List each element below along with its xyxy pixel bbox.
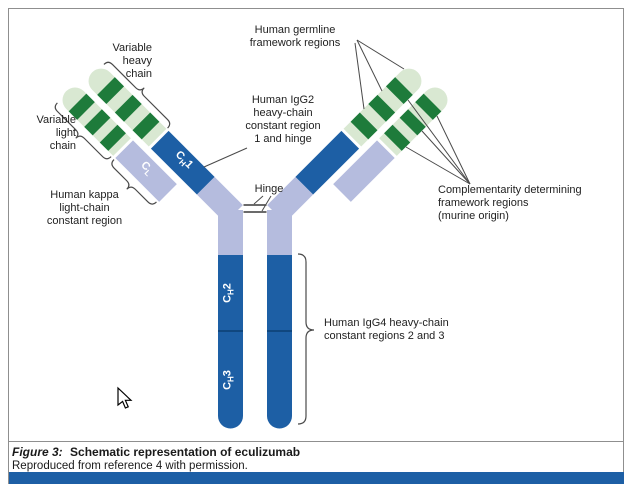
cdr-band bbox=[384, 124, 411, 151]
right-stem bbox=[267, 210, 292, 429]
figure-credit: Reproduced from reference 4 with permiss… bbox=[12, 460, 248, 472]
left-light-chain-rod bbox=[62, 87, 177, 202]
variable-light-brace bbox=[54, 102, 112, 160]
igg2-pointer-line bbox=[203, 147, 248, 168]
label-germline-framework: Human germline framework regions bbox=[249, 24, 341, 49]
ch1-segment bbox=[150, 130, 215, 195]
cdr-band bbox=[368, 94, 396, 122]
figure-title: Schematic representation of eculizumab bbox=[70, 445, 301, 459]
hinge-pointer-lines bbox=[253, 195, 272, 212]
cdr-band bbox=[399, 109, 426, 136]
right-heavy-chain-rod bbox=[267, 68, 422, 223]
label-hinge: Hinge bbox=[254, 183, 284, 195]
ch1-segment bbox=[295, 130, 360, 195]
cdr-pointer-lines bbox=[405, 99, 471, 185]
germline-pointer-lines bbox=[354, 39, 405, 110]
cdr-band bbox=[385, 77, 413, 105]
cdr-band bbox=[132, 112, 160, 140]
label-variable-light-chain: Variable light chain bbox=[36, 114, 76, 152]
figure-caption: Figure 3: Schematic representation of ec… bbox=[12, 445, 300, 459]
label-igg2-constant-region: Human IgG2 heavy-chain constant region 1… bbox=[245, 94, 321, 145]
hinge-segment bbox=[267, 176, 314, 223]
cl-segment bbox=[333, 140, 395, 202]
right-stem-ch2-ch3-segment bbox=[267, 255, 292, 429]
cl-segment bbox=[115, 140, 177, 202]
cdr-band bbox=[415, 93, 442, 120]
cdr-band bbox=[350, 112, 378, 140]
mouse-cursor-icon bbox=[117, 386, 133, 409]
cdr-band bbox=[97, 77, 125, 105]
left-heavy-chain-rod bbox=[88, 68, 243, 223]
cdr-band bbox=[68, 93, 95, 120]
hinge-segment bbox=[196, 176, 243, 223]
kappa-constant-brace bbox=[111, 159, 157, 205]
label-cdr-murine: Complementarity determining framework re… bbox=[438, 184, 582, 222]
label-kappa-constant-region: Human kappa light-chain constant region bbox=[46, 189, 123, 227]
label-igg4-constant-regions: Human IgG4 heavy-chain constant regions … bbox=[324, 317, 449, 342]
ch3-label: CH3 bbox=[222, 370, 236, 390]
left-stem-ch2-ch3-segment bbox=[218, 255, 243, 429]
igg4-constant-brace bbox=[297, 253, 315, 425]
right-light-chain-rod bbox=[333, 87, 448, 202]
cdr-band bbox=[99, 124, 126, 151]
footer-bar bbox=[9, 472, 624, 484]
figure-number: Figure 3: bbox=[12, 445, 63, 459]
variable-heavy-brace bbox=[103, 61, 171, 129]
label-variable-heavy-chain: Variable heavy chain bbox=[112, 42, 152, 80]
ch2-label: CH2 bbox=[222, 283, 236, 303]
cdr-band bbox=[84, 109, 111, 136]
left-stem bbox=[218, 210, 243, 429]
caption-divider bbox=[9, 441, 624, 442]
cdr-band bbox=[114, 94, 142, 122]
